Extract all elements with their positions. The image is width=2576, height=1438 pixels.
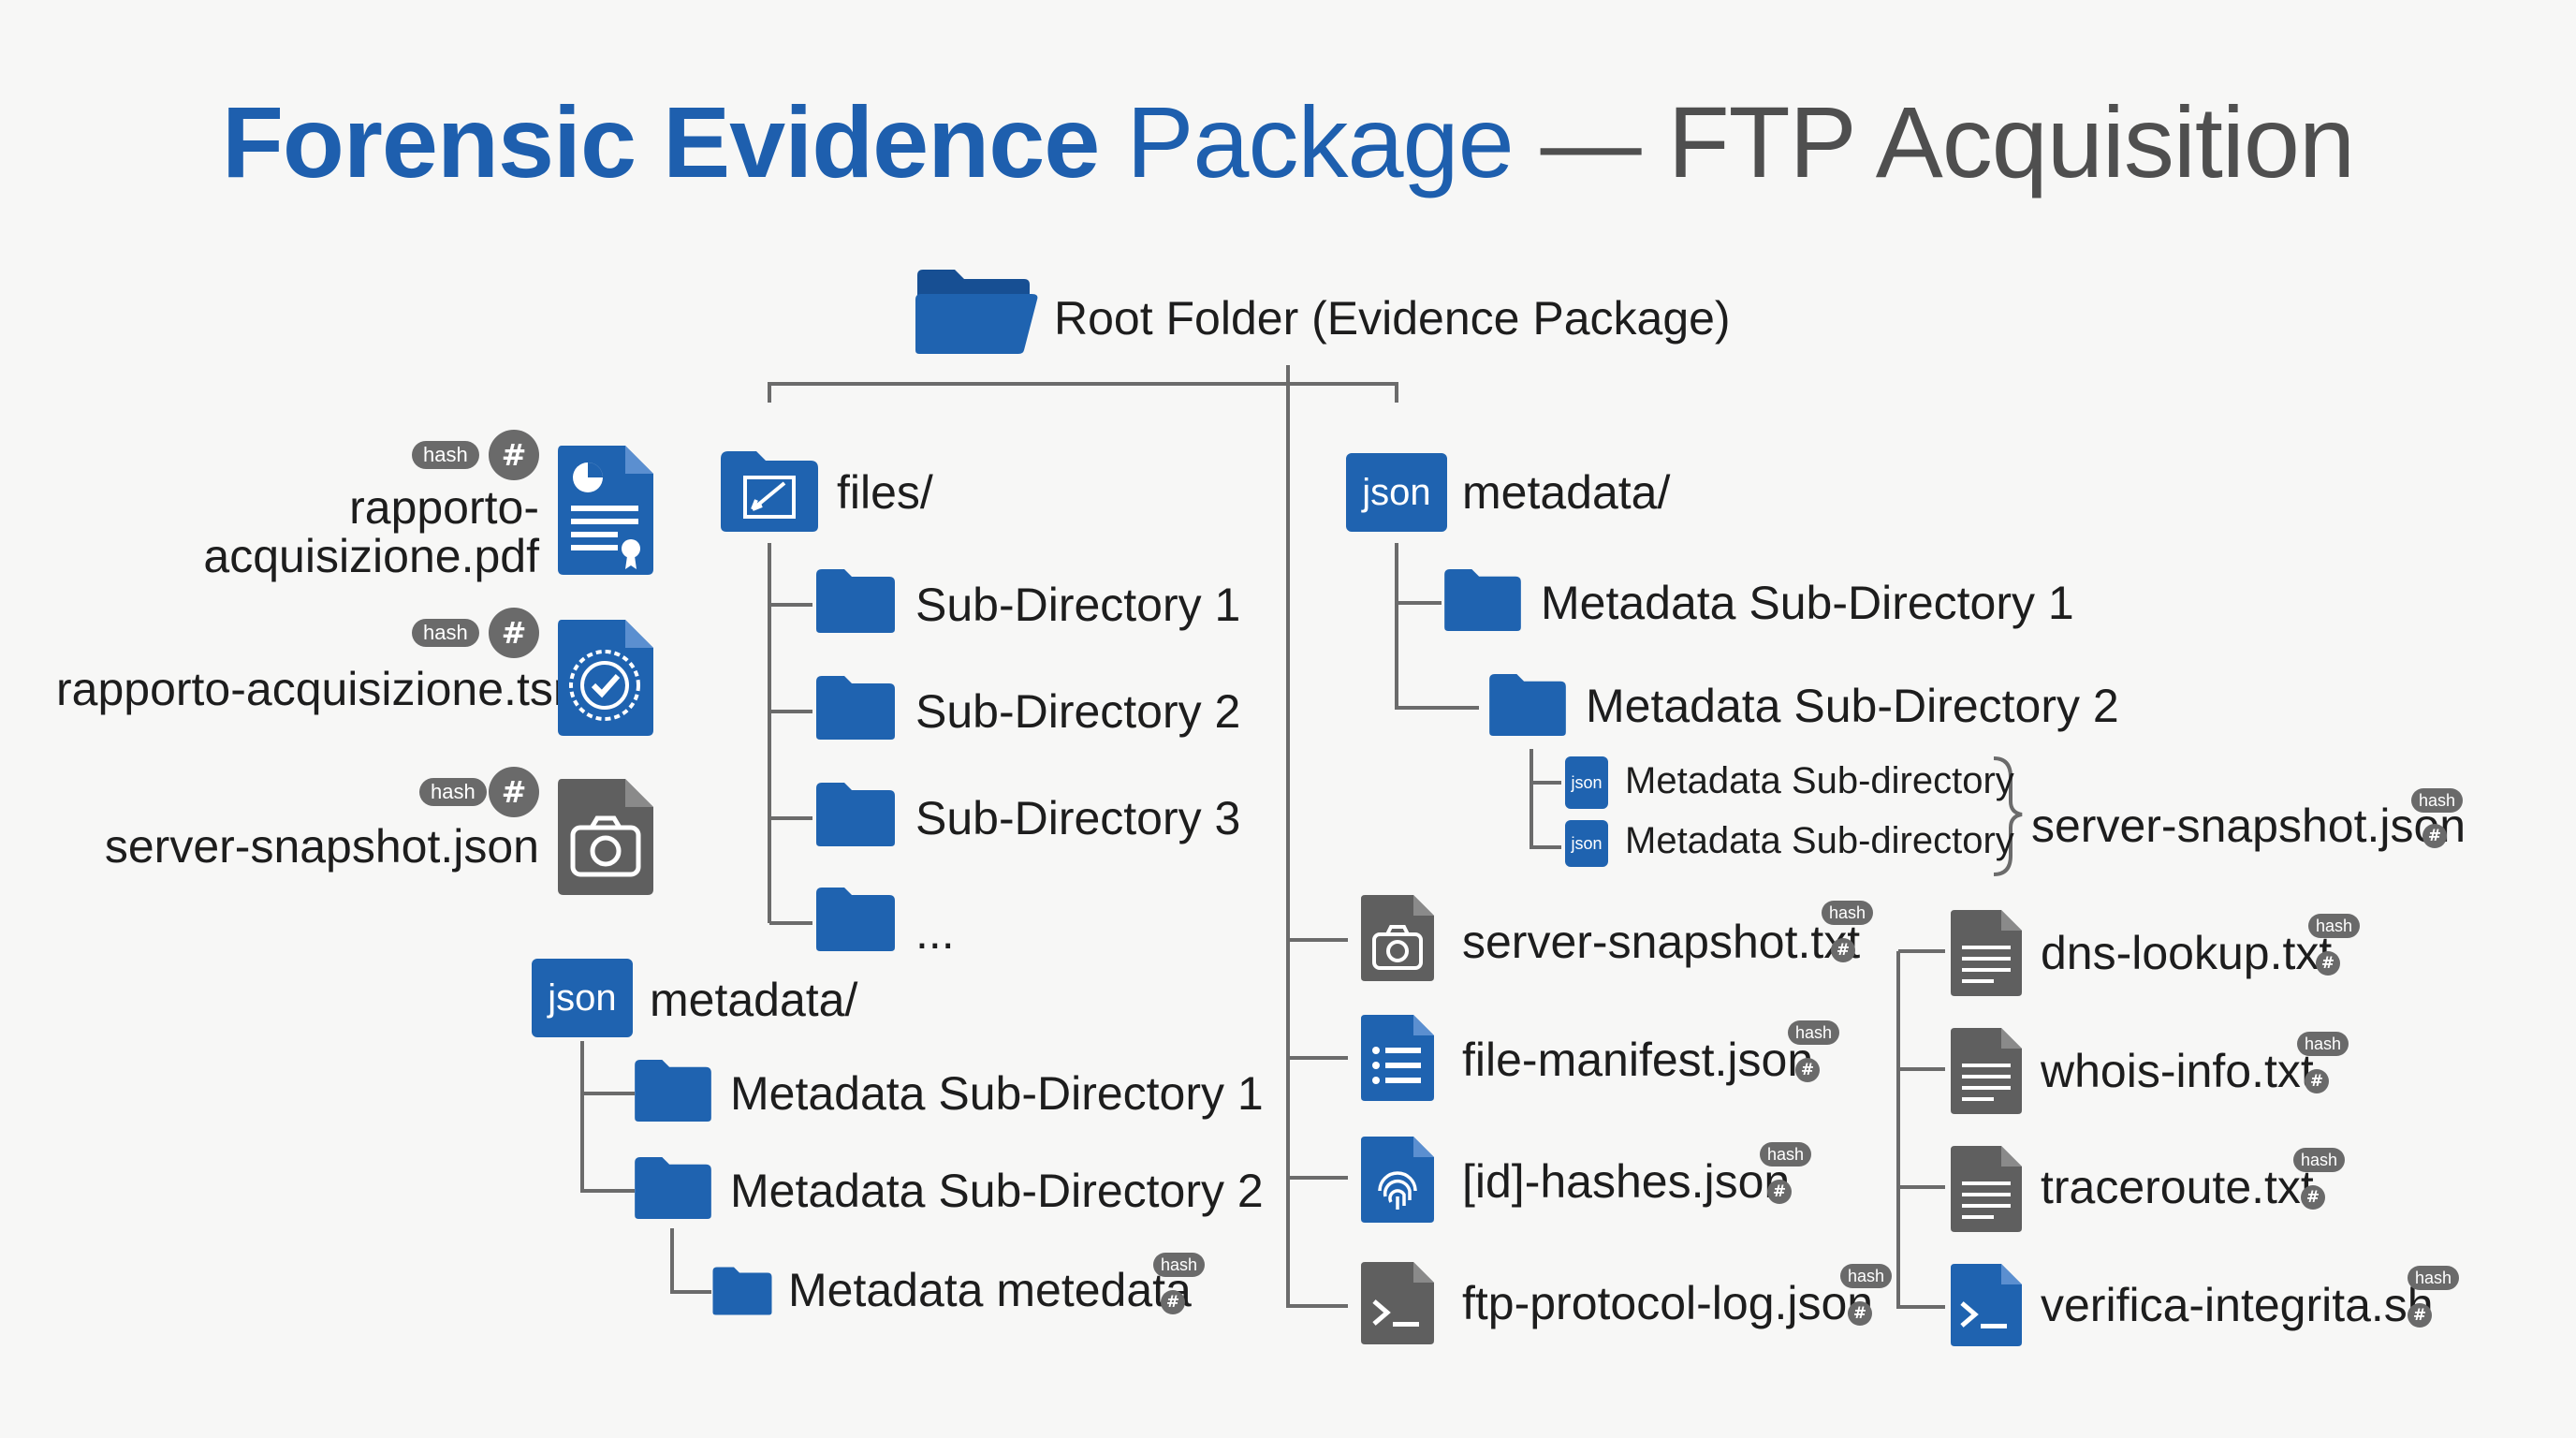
terminal-icon[interactable] xyxy=(1949,1262,2024,1348)
folder-icon[interactable] xyxy=(814,567,897,635)
hash-symbol: # xyxy=(2301,1185,2325,1210)
hash-badge: hash xyxy=(412,441,479,469)
file-label-server-snapshot-json: server-snapshot.json xyxy=(104,820,539,873)
root-file-label: ftp-protocol-log.json xyxy=(1462,1277,1874,1329)
hash-symbol: # xyxy=(2422,824,2447,848)
folder-icon[interactable] xyxy=(814,674,897,741)
left-metadata-subdir-label: Metadata Sub-Directory 2 xyxy=(730,1165,1264,1217)
hash-symbol: # xyxy=(1848,1301,1872,1326)
hash-symbol: # xyxy=(2316,951,2340,976)
hash-badge: hash xyxy=(412,619,479,647)
hash-symbol: # xyxy=(489,608,539,658)
right-metadata-nested-label: Metadata Sub-directory xyxy=(1625,760,2014,801)
left-metadata-subdir-label: Metadata Sub-Directory 1 xyxy=(730,1067,1264,1120)
title-part2: Package xyxy=(1126,85,1514,198)
right-metadata-nested-label: Metadata Sub-directory xyxy=(1625,820,2014,861)
subdir-label: Sub-Directory 1 xyxy=(915,579,1241,631)
root-file-label: [id]-hashes.json xyxy=(1462,1155,1791,1208)
root-file-label: file-manifest.json xyxy=(1462,1034,1814,1086)
subdir-label: Sub-Directory 3 xyxy=(915,792,1241,844)
hash-badge: hash xyxy=(1840,1264,1893,1288)
json-file-icon[interactable]: json xyxy=(1565,756,1608,809)
hash-badge: hash xyxy=(1822,901,1874,925)
network-file-label: whois-info.txt xyxy=(2041,1045,2314,1097)
json-file-icon[interactable]: json xyxy=(1565,820,1608,867)
list-document-icon[interactable] xyxy=(1359,1013,1436,1103)
file-label-tsr: rapporto-acquisizione.tsr xyxy=(56,663,569,715)
hash-badge: hash xyxy=(2297,1032,2349,1056)
right-metadata-subdir-label: Metadata Sub-Directory 2 xyxy=(1586,680,2119,732)
right-metadata-subdir-label: Metadata Sub-Directory 1 xyxy=(1541,577,2074,629)
folder-icon[interactable] xyxy=(1486,672,1569,738)
hash-badge: hash xyxy=(1153,1253,1206,1277)
hash-badge: hash xyxy=(1788,1020,1840,1045)
subdir-label: Sub-Directory 2 xyxy=(915,685,1241,738)
hash-badge: hash xyxy=(419,778,487,806)
right-metadata-label: metadata/ xyxy=(1462,466,1671,519)
network-file-label: dns-lookup.txt xyxy=(2041,927,2333,979)
files-folder-label: files/ xyxy=(837,466,933,519)
hash-badge: hash xyxy=(2293,1148,2346,1172)
hash-badge: hash xyxy=(2308,914,2361,938)
hash-symbol: # xyxy=(489,430,539,480)
hash-symbol: # xyxy=(2305,1069,2329,1093)
json-folder-icon[interactable]: json xyxy=(1346,453,1447,532)
brace-target-label: server-snapshot.json xyxy=(2031,800,2466,852)
file-label-pdf-line2: acquisizione.pdf xyxy=(203,530,539,582)
network-file-label: verifica-integrita.sh xyxy=(2041,1279,2434,1331)
page-title: Forensic Evidence Package — FTP Acquisit… xyxy=(0,86,2576,198)
folder-icon[interactable] xyxy=(1442,567,1524,633)
pdf-document-icon[interactable] xyxy=(556,444,655,577)
folder-icon[interactable] xyxy=(633,1058,713,1123)
title-part3: FTP Acquisition xyxy=(1667,85,2355,198)
hash-badge: hash xyxy=(2411,788,2464,813)
root-file-label: server-snapshot.txt xyxy=(1462,916,1861,968)
left-metadata-label: metadata/ xyxy=(650,974,858,1026)
title-dash: — xyxy=(1540,85,1642,198)
hash-symbol: # xyxy=(2408,1303,2432,1328)
file-label-pdf-line1: rapporto- xyxy=(349,481,539,534)
left-metadata-nested-label: Metadata metedata xyxy=(788,1264,1192,1316)
folder-icon[interactable] xyxy=(633,1155,713,1221)
hash-symbol: # xyxy=(1767,1180,1792,1204)
files-folder-icon[interactable] xyxy=(719,449,820,534)
terminal-icon[interactable] xyxy=(1359,1260,1436,1346)
folder-icon[interactable] xyxy=(711,1266,773,1316)
subdir-label: ... xyxy=(915,906,955,959)
folder-icon[interactable] xyxy=(814,886,897,953)
hash-symbol: # xyxy=(489,767,539,817)
text-document-icon[interactable] xyxy=(1949,908,2024,998)
root-folder-icon[interactable] xyxy=(914,268,1039,356)
hash-badge: hash xyxy=(1760,1142,1812,1167)
camera-icon[interactable] xyxy=(556,777,655,897)
camera-icon[interactable] xyxy=(1359,893,1436,983)
hash-symbol: # xyxy=(1795,1058,1820,1082)
hash-symbol: # xyxy=(1831,938,1855,962)
network-file-label: traceroute.txt xyxy=(2041,1161,2314,1213)
title-part1: Forensic Evidence xyxy=(221,85,1100,198)
folder-icon[interactable] xyxy=(814,781,897,848)
hash-badge: hash xyxy=(2408,1266,2460,1290)
json-folder-icon[interactable]: json xyxy=(532,959,633,1037)
certificate-seal-icon[interactable] xyxy=(556,618,655,738)
text-document-icon[interactable] xyxy=(1949,1144,2024,1234)
fingerprint-document-icon[interactable] xyxy=(1359,1135,1436,1225)
root-folder-label: Root Folder (Evidence Package) xyxy=(1054,292,1731,345)
text-document-icon[interactable] xyxy=(1949,1026,2024,1116)
hash-symbol: # xyxy=(1161,1290,1185,1314)
